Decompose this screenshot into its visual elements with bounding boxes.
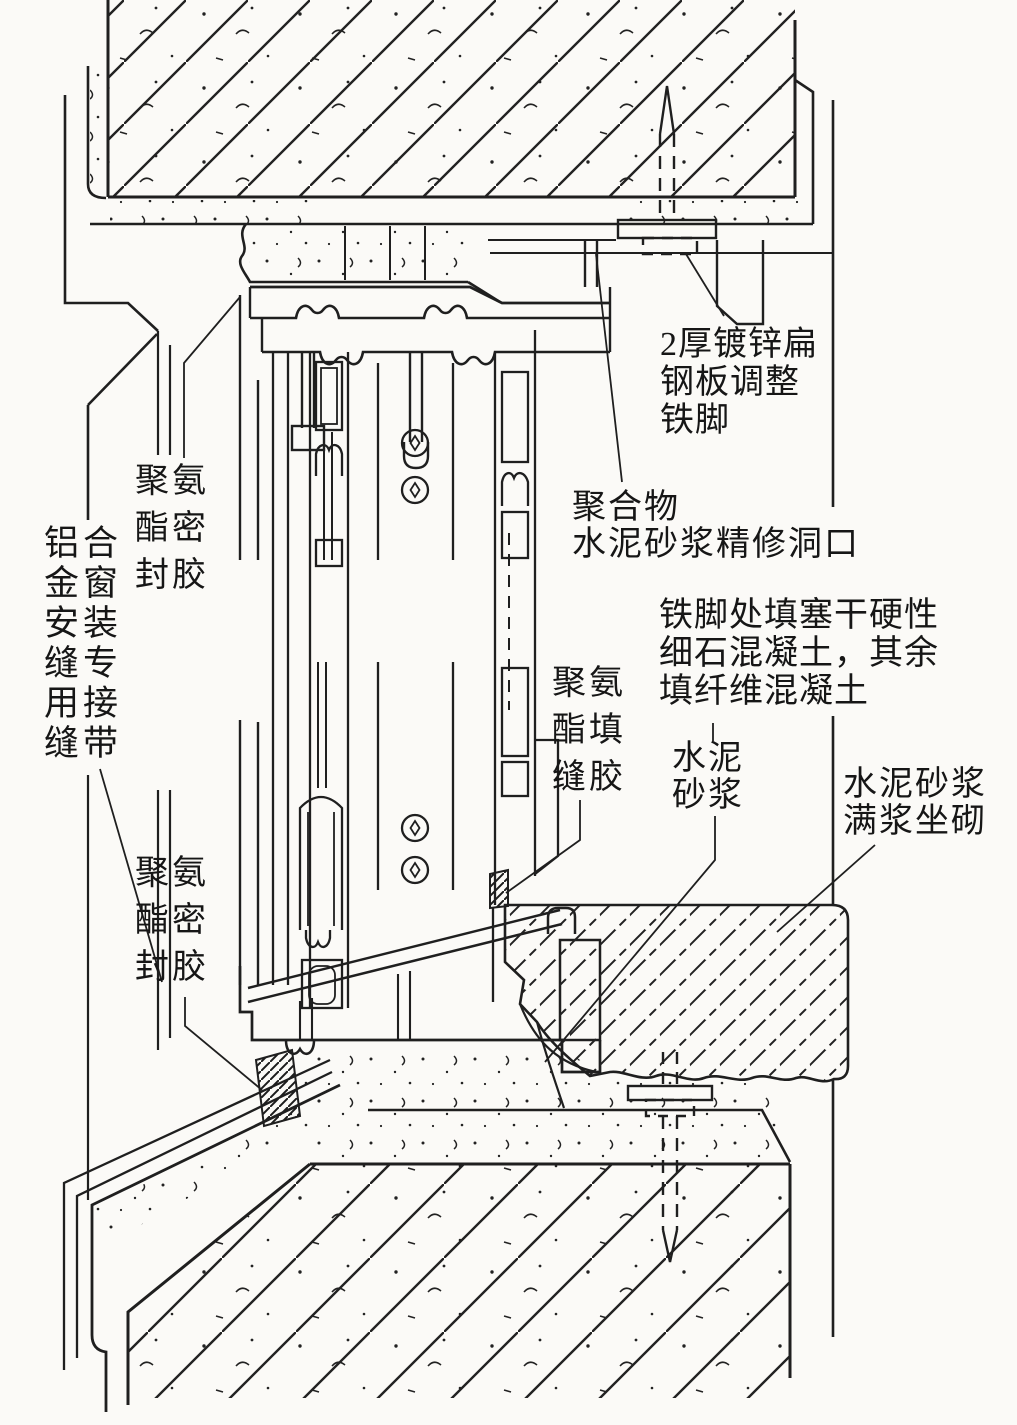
center-mullion-and-sashes [271,352,455,1010]
label-pu-joint-filler: 聚氨 酯填 缝胶 [552,665,626,796]
label-iron-foot-concrete-fill: 铁脚处填塞干硬性 细石混凝土，其余 填纤维混凝土 [659,597,939,710]
leader-full-mortar-bed [776,844,876,933]
leader-pu-sealant-top [183,296,241,458]
left-wall-and-joint-tape [63,95,260,1200]
leader-steel-foot [685,253,725,317]
label-cement-mortar: 水泥 砂浆 [672,740,744,814]
window-head-frame [238,223,833,470]
leader-pu-sealant-bottom [184,997,263,1091]
label-pu-sealant-bottom: 聚氨 酯密 封胶 [135,855,209,986]
leader-joint-tape [99,768,163,983]
leader-polymer-mortar [595,253,623,483]
top-concrete-slab [86,0,815,226]
right-jamb-frame [489,330,560,1002]
up-arrow-icon [658,85,676,135]
label-galvanized-steel-foot: 2厚镀锌扁 钢板调整 铁脚 [660,326,818,439]
label-pu-sealant-top: 聚氨 酯密 封胶 [135,463,209,594]
down-arrow-icon [661,1229,679,1263]
leader-pu-joint-filler [505,800,581,894]
label-full-mortar-bedding: 水泥砂浆 满浆坐砌 [843,766,987,840]
bottom-anchor-bolt [626,1052,714,1263]
label-polymer-mortar: 聚合物 水泥砂浆精修洞口 [572,489,860,563]
leader-cement-mortar [544,816,716,1063]
leader-lines [99,253,876,1091]
label-aluminum-window-joint-tape: 铝合 金窗 安装 缝专 用接 缝带 [44,524,123,763]
screw-head-icons [400,428,430,885]
